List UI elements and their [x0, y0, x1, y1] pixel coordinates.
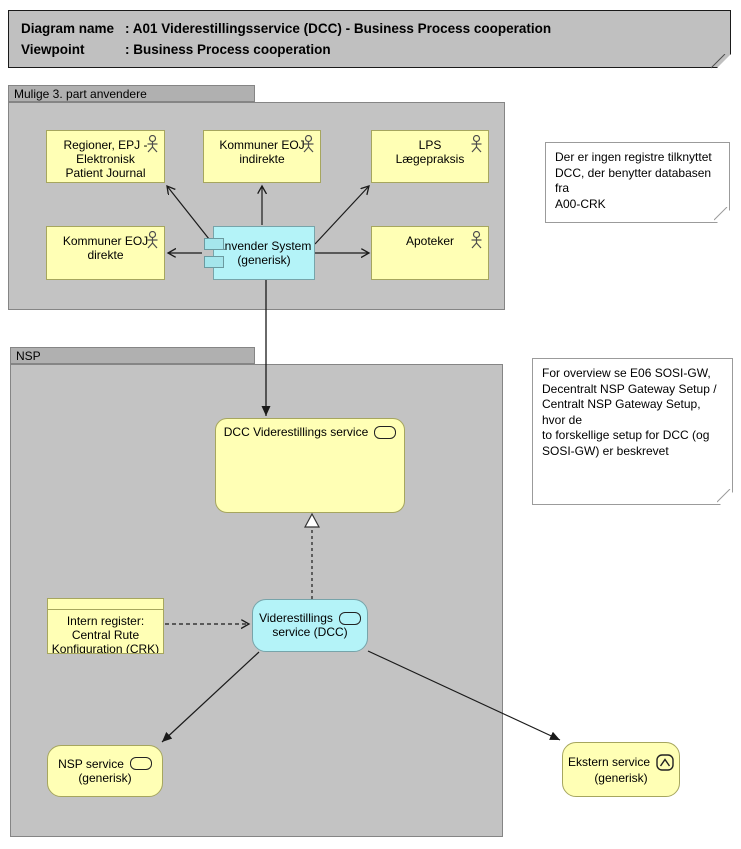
node-label: LPS Lægepraksis: [395, 138, 465, 167]
service-icon: [374, 425, 397, 439]
node-intern-register-crk[interactable]: Intern register: Central Rute Konfigurat…: [47, 598, 164, 654]
viewpoint-value: : Business Process cooperation: [125, 41, 331, 57]
node-label: Anvender System (generisk): [216, 238, 312, 267]
component-bar-icon: [204, 256, 224, 268]
node-kommuner-eoj-indirekte[interactable]: Kommuner EOJ indirekte: [203, 130, 321, 183]
service-icon: [338, 611, 361, 625]
node-label-line1: Ekstern service: [567, 755, 651, 770]
actor-icon: [147, 135, 158, 153]
node-dcc-viderestillings-service[interactable]: DCC Viderestillings service: [215, 418, 405, 513]
node-regioner-epj[interactable]: Regioner, EPJ - Elektronisk Patient Jour…: [46, 130, 165, 183]
note-fold-icon: [714, 207, 728, 221]
node-label-line1: NSP service: [58, 756, 124, 771]
group-tab-nsp[interactable]: NSP: [10, 347, 255, 364]
service-icon: [129, 757, 152, 771]
note-fold-icon: [717, 489, 731, 503]
component-bar-icon: [204, 238, 224, 250]
object-band-icon: [48, 599, 163, 610]
node-viderestillings-service-dcc[interactable]: Viderestillings service (DCC): [252, 599, 368, 652]
actor-icon: [303, 135, 314, 153]
note-overview-sosi-gw[interactable]: For overview se E06 SOSI-GW, Decentralt …: [532, 358, 733, 505]
title-row-diagram-name: Diagram name : A01 Viderestillingsservic…: [21, 19, 718, 40]
node-apoteker[interactable]: Apoteker: [371, 226, 489, 280]
node-nsp-service-generisk[interactable]: NSP service (generisk): [47, 745, 163, 797]
title-row-viewpoint: Viewpoint : Business Process cooperation: [21, 40, 718, 61]
group-label-nsp: NSP: [16, 349, 41, 363]
title-fold-icon: [710, 54, 726, 69]
node-lps-laegepraksis[interactable]: LPS Lægepraksis: [371, 130, 489, 183]
diagram-name-value: : A01 Viderestillingsservice (DCC) - Bus…: [125, 21, 552, 36]
diagram-title-note[interactable]: Diagram name : A01 Viderestillingsservic…: [8, 10, 731, 68]
group-label-mulige: Mulige 3. part anvendere: [14, 87, 147, 101]
node-label: Kommuner EOJ direkte: [62, 234, 149, 263]
diagram-name-label: Diagram name: [21, 21, 115, 36]
node-label-line1: Viderestillings: [259, 611, 333, 626]
node-kommuner-eoj-direkte[interactable]: Kommuner EOJ direkte: [46, 226, 165, 280]
actor-icon: [471, 135, 482, 153]
node-label: Apoteker: [405, 234, 455, 248]
node-label-line2: (generisk): [594, 770, 648, 785]
node-label: Regioner, EPJ - Elektronisk Patient Jour…: [63, 138, 148, 181]
chevron-banner-icon: [656, 754, 674, 771]
note-registre-tilknyttet[interactable]: Der er ingen registre tilknyttet DCC, de…: [545, 142, 730, 223]
group-tab-mulige[interactable]: Mulige 3. part anvendere: [8, 85, 255, 102]
actor-icon: [471, 231, 482, 249]
actor-icon: [147, 231, 158, 249]
node-label-line2: service (DCC): [272, 625, 348, 640]
node-label-line2: (generisk): [78, 770, 132, 785]
node-label: DCC Viderestillings service: [223, 425, 369, 439]
node-label: Kommuner EOJ indirekte: [219, 138, 305, 167]
node-label: Intern register: Central Rute Konfigurat…: [51, 614, 160, 654]
node-anvender-system[interactable]: Anvender System (generisk): [204, 226, 315, 280]
viewpoint-label: Viewpoint: [21, 41, 85, 57]
node-ekstern-service-generisk[interactable]: Ekstern service (generisk): [562, 742, 680, 797]
